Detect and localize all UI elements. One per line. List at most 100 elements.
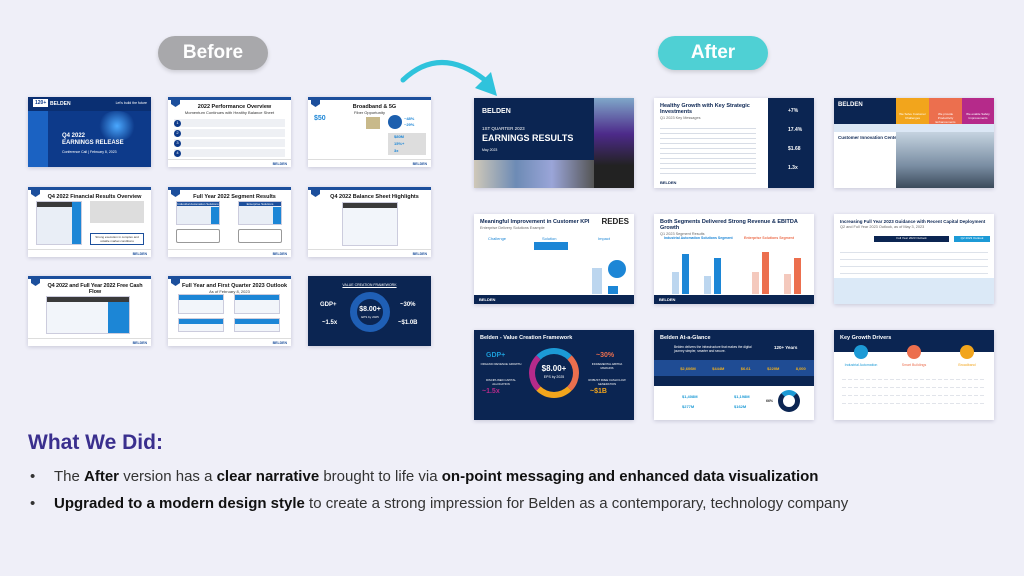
- stat: $1,408M: [682, 394, 698, 399]
- slide-title: Both Segments Delivered Strong Revenue &…: [660, 219, 798, 231]
- tagline: Belden delivers the infrastructure that …: [674, 345, 752, 353]
- table-header: Industrial Automation Solutions: [177, 202, 219, 206]
- bullet-1: •The After version has a clear narrative…: [30, 468, 819, 485]
- kpi-value: 1.3x: [788, 165, 798, 171]
- stat: 15%+: [394, 141, 405, 146]
- segment-label: Enterprise Solutions Segment: [744, 236, 794, 240]
- stat: $444M: [712, 365, 725, 371]
- text: version has a: [119, 468, 217, 485]
- after-slide-guidance: Increasing Full Year 2023 Guidance with …: [834, 214, 994, 304]
- emphasis: on-point messaging and enhanced data vis…: [441, 468, 819, 485]
- segment-label: Industrial Automation Solutions Segment: [664, 236, 733, 240]
- stat: ~48%: [404, 116, 415, 121]
- slide-title-2: EARNINGS RELEASE: [62, 140, 124, 146]
- step-number: 3: [174, 139, 181, 147]
- slide-title: Belden At-a-Glance: [660, 335, 711, 341]
- slide-subtitle: As of February 8, 2023: [209, 289, 250, 294]
- text: brought to life via: [319, 468, 442, 485]
- slide-title: EARNINGS RESULTS: [482, 133, 574, 143]
- stat: $277M: [682, 404, 695, 409]
- slide-subtitle: Enterprise Delivery Solutions Example: [480, 226, 545, 230]
- donut-chart: [778, 390, 800, 412]
- slide-subtitle: Conference Call | February 8, 2023: [62, 150, 117, 154]
- slide-title: Healthy Growth with Key Strategic Invest…: [660, 103, 750, 115]
- before-slide-segment-results: Full Year 2022 Segment Results Industria…: [168, 187, 291, 257]
- stat: $162M: [734, 404, 747, 409]
- emphasis: clear narrative: [216, 468, 320, 485]
- after-label: After: [658, 36, 768, 70]
- cycle-ring: [529, 348, 579, 398]
- slide-title: VALUE CREATION FRAMEWORK: [342, 283, 397, 287]
- tile: We Solve Customer Challenges: [896, 98, 929, 124]
- before-slide-broadband-5g: Broadband & 5G Fiber Opportunity $50 ~48…: [308, 97, 431, 167]
- section-heading: What We Did:: [28, 431, 163, 454]
- slide-title: Q4 2022 and Full Year 2022 Free Cash Flo…: [47, 283, 143, 295]
- before-slide-balance-sheet: Q4 2022 Balance Sheet Highlights BELDEN: [308, 187, 431, 257]
- stat: $50: [314, 115, 326, 122]
- slide-title: Q4 2022 Balance Sheet Highlights: [330, 194, 419, 200]
- slide-title: Increasing Full Year 2023 Guidance with …: [840, 219, 986, 224]
- center-label: EPS by 2025: [543, 375, 565, 379]
- kpi: ~1.5x: [482, 388, 500, 395]
- text: to create a strong impression for Belden…: [304, 495, 849, 512]
- step-number: 4: [174, 149, 181, 157]
- kpi: ~30%: [596, 352, 615, 359]
- kpi: GDP+: [486, 352, 506, 359]
- driver-label: Smart Buildings: [901, 363, 927, 367]
- stat: $2,606M: [680, 365, 696, 371]
- after-slide-segment-growth: Both Segments Delivered Strong Revenue &…: [654, 214, 814, 304]
- slide-title: Belden - Value Creation Framework: [480, 335, 573, 341]
- kpi-value: 17.4%: [788, 127, 803, 133]
- kpi: GDP+: [320, 302, 337, 308]
- before-slide-earnings-cover: 120+ BELDEN Let's build the future Q4 20…: [28, 97, 151, 167]
- slide-subtitle: Fiber Opportunity: [354, 110, 385, 115]
- photo-collage: [594, 98, 634, 188]
- chevron-graphic: [28, 111, 48, 167]
- brand-logo: BELDEN: [482, 108, 511, 115]
- outlook-header: Full Year 2023 Outlook: [874, 236, 949, 242]
- after-slide-at-a-glance: Belden At-a-Glance Belden delivers the i…: [654, 330, 814, 420]
- step-number: 1: [174, 119, 181, 127]
- after-slide-customer-innovation: BELDEN We Solve Customer Challenges We p…: [834, 98, 994, 188]
- before-slide-financial-results: Q4 2022 Financial Results Overview Stron…: [28, 187, 151, 257]
- slide-title: Q4 2022: [62, 133, 86, 139]
- before-slide-value-creation: VALUE CREATION FRAMEWORK $8.00+ EPS by 2…: [308, 276, 431, 346]
- column-header: Impact: [598, 236, 611, 241]
- kpi: ~$1B: [590, 388, 607, 395]
- slide-subtitle: Q1 2023 Key Messages: [660, 116, 701, 120]
- after-slide-customer-kpi: Meaningful Improvement in Customer KPI E…: [474, 214, 634, 304]
- stat: 66%: [766, 399, 774, 403]
- kpi-label: ROBUST FREE CASH FLOW GENERATION: [588, 378, 626, 386]
- center-label: EPS by 2025: [361, 315, 379, 319]
- tile: We provide Productivity Enhancements: [929, 98, 962, 124]
- slide-subtitle: Q1 2023 Segment Results: [660, 232, 705, 236]
- slide-date: May 2023: [482, 148, 498, 152]
- curved-arrow-icon: [400, 60, 497, 96]
- step-number: 2: [174, 129, 181, 137]
- outlook-header: Q2 2023 Outlook: [954, 236, 990, 242]
- slide-subtitle: Momentum Continues with Healthy Balance …: [184, 110, 275, 115]
- column-header: Solution: [542, 236, 557, 241]
- stat: $80M: [394, 134, 405, 139]
- photo-strip: [474, 160, 594, 188]
- after-slide-key-messages: Healthy Growth with Key Strategic Invest…: [654, 98, 814, 188]
- kpi: ~$1.0B: [398, 320, 418, 326]
- center-value: $8.00+: [541, 364, 567, 373]
- bullet-2: •Upgraded to a modern design style to cr…: [30, 495, 849, 512]
- stat: ~29%: [404, 122, 415, 127]
- broadband-icon: [960, 345, 974, 359]
- redes-logo: REDES: [601, 217, 629, 226]
- brand-logo: BELDEN: [50, 101, 71, 107]
- emphasis: After: [84, 468, 120, 485]
- tile: We enable Safety Improvements: [962, 98, 994, 124]
- kpi-value: +7%: [788, 108, 799, 114]
- center-value: $8.00+: [359, 306, 381, 313]
- slide-title: Full Year and First Quarter 2023 Outlook: [181, 283, 288, 289]
- cycle-ring: [350, 292, 390, 332]
- slide-kicker: 1ST QUARTER 2023: [482, 126, 525, 131]
- slide-title: 2022 Performance Overview: [197, 104, 272, 110]
- automation-icon: [854, 345, 868, 359]
- slide-title: Key Growth Drivers: [840, 335, 892, 341]
- table-header: Enterprise Solutions: [239, 202, 281, 206]
- kpi-label: ORGANIC REVENUE GROWTH: [480, 362, 522, 366]
